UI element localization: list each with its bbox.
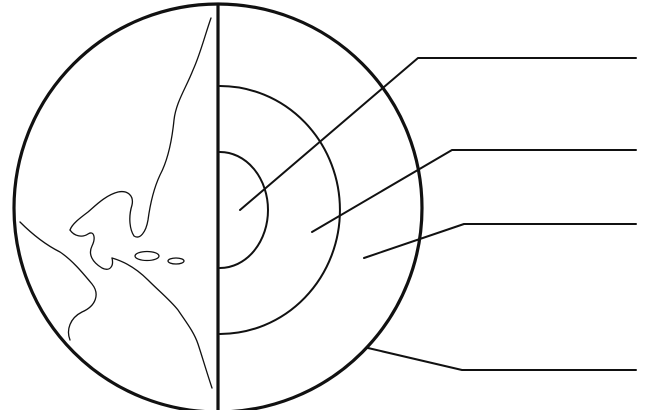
continent-coastline-south — [112, 258, 212, 388]
inner-core-outline — [220, 152, 268, 268]
continents-outline — [20, 18, 212, 388]
continent-coastline-gulf — [70, 230, 113, 269]
continent-coastline-west — [20, 222, 96, 340]
leader-line-mantle — [364, 224, 636, 258]
continent-coastline-north — [70, 18, 211, 237]
leader-line-crust — [368, 348, 636, 370]
leader-line-inner-core — [240, 58, 636, 210]
label-leaders — [240, 58, 636, 370]
leader-line-outer-core — [312, 150, 636, 232]
outer-core-outline — [220, 86, 340, 334]
island-2 — [168, 258, 184, 264]
island-1 — [135, 252, 159, 261]
